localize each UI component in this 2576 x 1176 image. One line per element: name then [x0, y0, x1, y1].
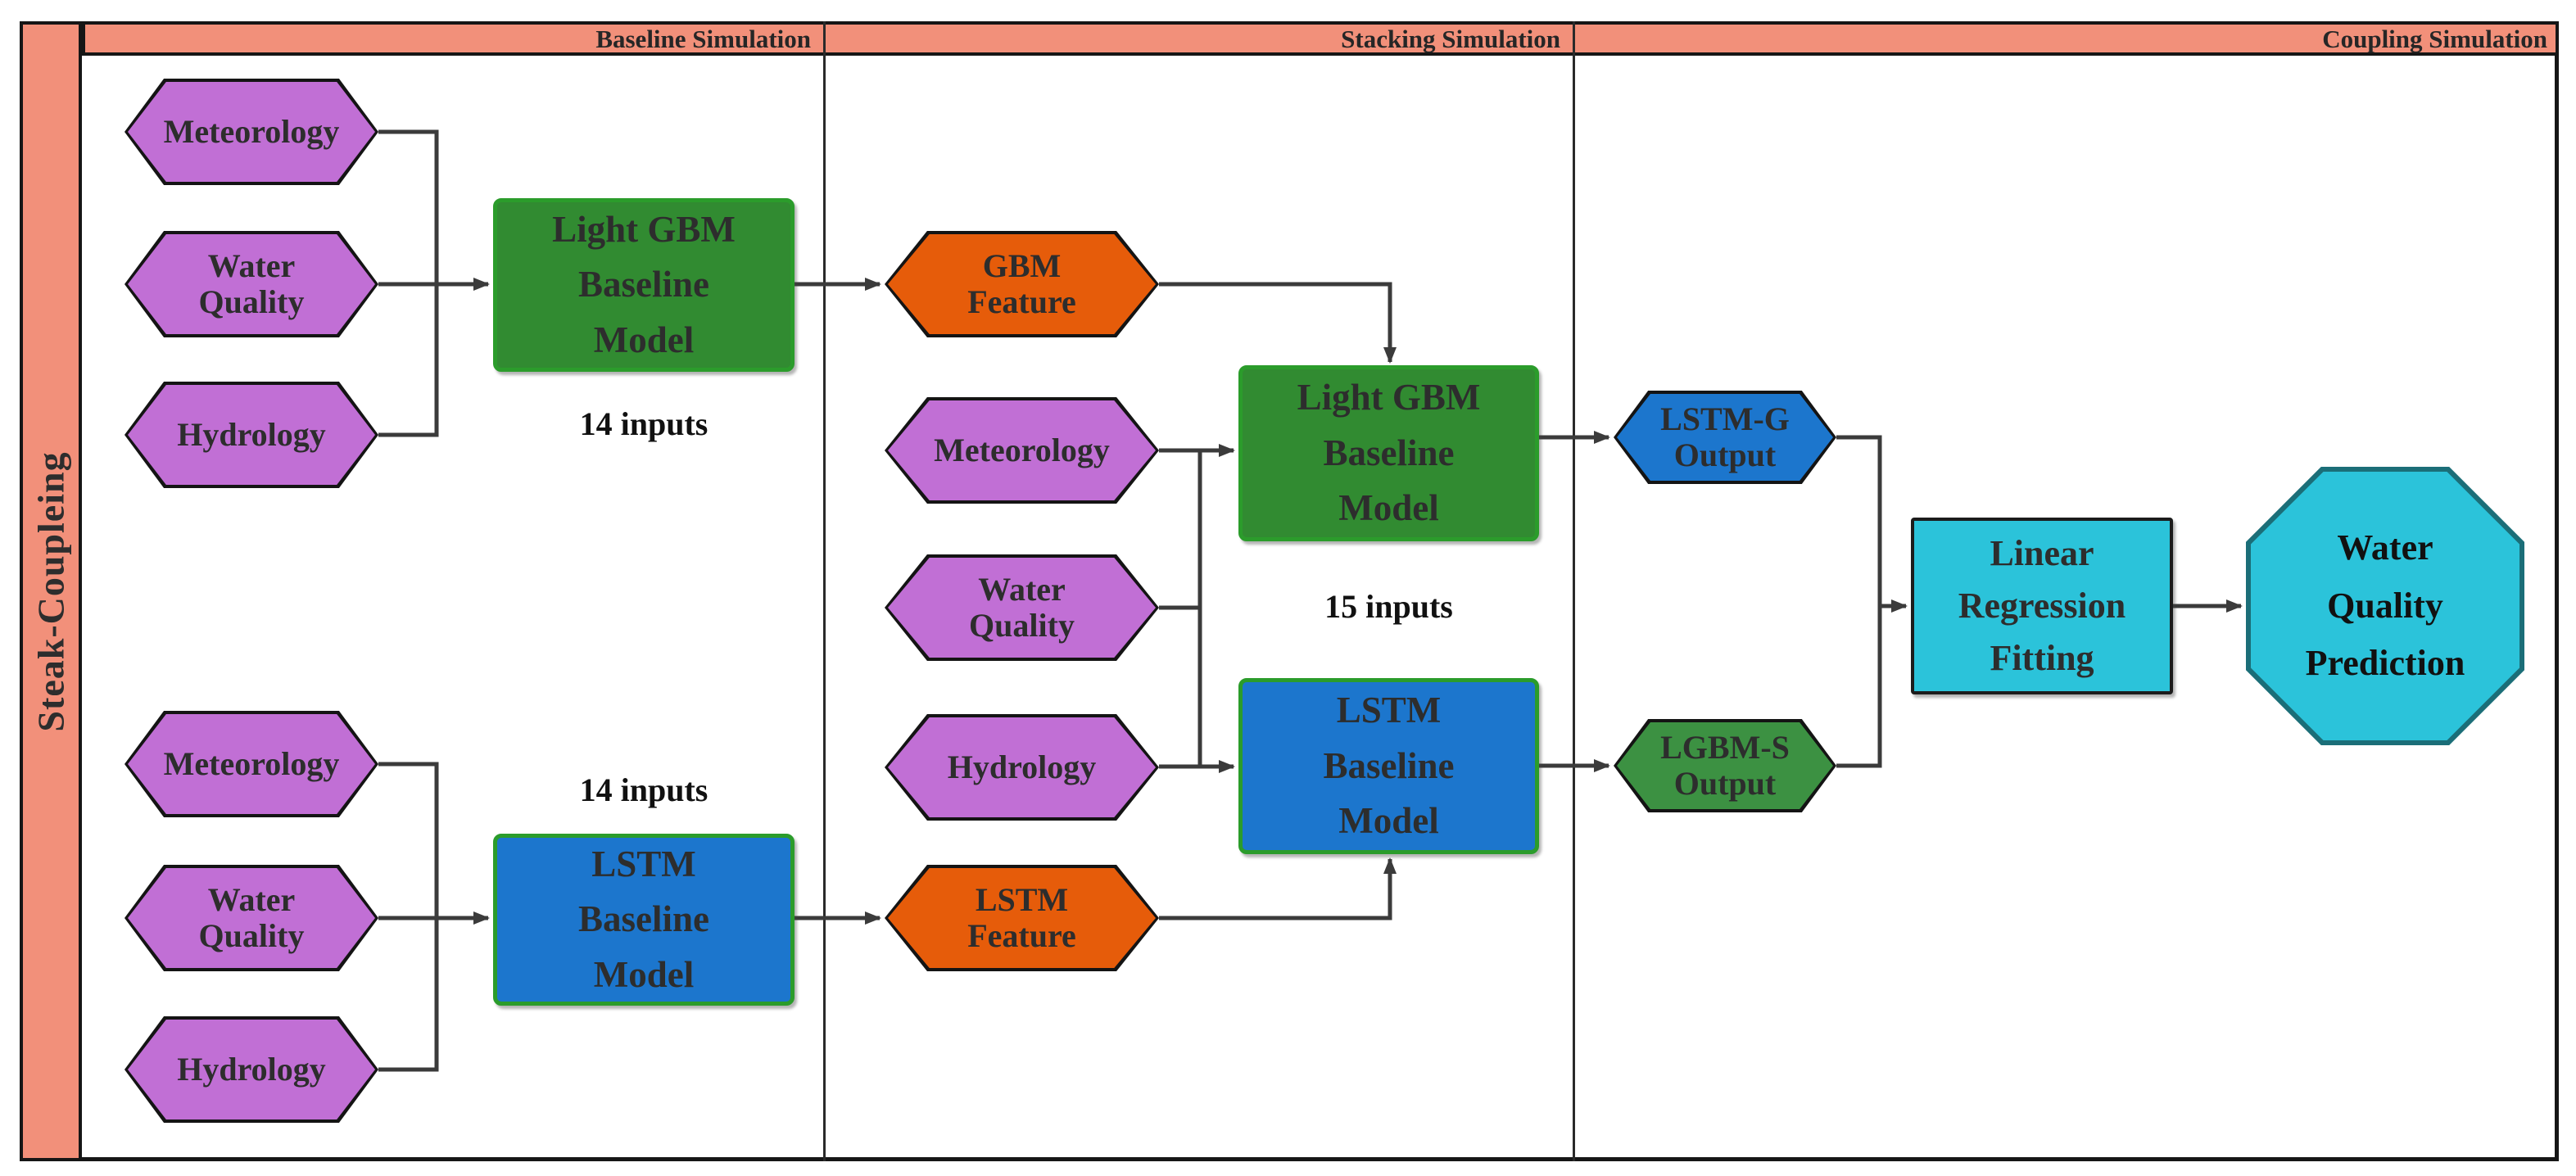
hex-fill — [128, 385, 375, 485]
hex-water-quality-baseline-top-label: Water Quality — [198, 247, 305, 320]
hex-lstm-feature: LSTM Feature — [885, 865, 1159, 971]
box-light-gbm-baseline-model-stacking: Light GBM Baseline Model — [1238, 365, 1539, 541]
hex-fill — [128, 82, 375, 182]
box-linear-regression-fitting-label: Linear Regression Fitting — [1958, 533, 2126, 678]
box-lstm-baseline-model-baseline-label: LSTM Baseline Model — [577, 843, 709, 995]
hex-meteorology-stacking: Meteorology — [885, 397, 1159, 504]
hex-fill — [128, 1020, 375, 1119]
hex-hydrology-baseline-top-label: Hydrology — [177, 416, 326, 453]
hex-water-quality-baseline-bottom-label: Water Quality — [198, 881, 305, 954]
hex-gbm-feature: GBM Feature — [885, 231, 1159, 337]
hex-meteorology-baseline-top: Meteorology — [124, 79, 378, 185]
box-lstm-baseline-model-baseline: LSTM Baseline Model — [493, 834, 795, 1006]
hex-gbm-feature-label: GBM Feature — [967, 247, 1076, 320]
hex-lgbm-s-output-label: LGBM-S Output — [1660, 729, 1790, 802]
octagon-fill — [2251, 472, 2519, 740]
hex-water-quality-stacking: Water Quality — [885, 554, 1159, 661]
hex-fill — [888, 234, 1156, 334]
box-light-gbm-baseline-model-stacking-label: Light GBM Baseline Model — [1297, 377, 1481, 529]
hex-fill — [1617, 394, 1833, 481]
hex-fill — [128, 868, 375, 968]
hex-fill — [888, 717, 1156, 817]
hex-hydrology-baseline-bottom: Hydrology — [124, 1016, 378, 1123]
hex-water-quality-baseline-top: Water Quality — [124, 231, 378, 337]
hex-lstm-feature-label: LSTM Feature — [967, 881, 1076, 954]
header-title-baseline: Baseline Simulation — [595, 25, 811, 53]
hex-meteorology-baseline-top-label: Meteorology — [163, 113, 340, 150]
box-linear-regression-fitting: Linear Regression Fitting — [1911, 518, 2173, 694]
hex-meteorology-baseline-bottom-label: Meteorology — [163, 745, 340, 782]
label-14-inputs-gbm: 14 inputs — [579, 405, 709, 442]
hex-meteorology-baseline-bottom: Meteorology — [124, 711, 378, 817]
hex-water-quality-stacking-label: Water Quality — [969, 571, 1075, 644]
hex-hydrology-stacking: Hydrology — [885, 714, 1159, 821]
header-title-stacking: Stacking Simulation — [1341, 25, 1560, 53]
hex-hydrology-stacking-label: Hydrology — [947, 749, 1097, 785]
hex-lgbm-s-output: LGBM-S Output — [1614, 719, 1836, 812]
hex-fill — [888, 558, 1156, 658]
section-divider-baseline-stacking — [823, 21, 826, 1161]
octagon-water-quality-prediction: Water Quality Prediction — [2246, 467, 2524, 745]
hex-fill — [888, 868, 1156, 968]
edge-gbm-feature-to-stacking-gbm-model — [1159, 282, 1397, 364]
octagon-water-quality-prediction-label: Water Quality Prediction — [2305, 527, 2465, 684]
hex-fill — [888, 400, 1156, 500]
edge-lstm-feature-to-stacking-lstm-model — [1159, 857, 1397, 920]
header-title-coupling: Coupling Simulation — [2322, 25, 2547, 53]
box-lstm-baseline-model-stacking-label: LSTM Baseline Model — [1323, 690, 1455, 842]
hex-fill — [128, 714, 375, 814]
hex-fill — [1617, 722, 1833, 809]
label-15-inputs: 15 inputs — [1324, 588, 1453, 625]
section-divider-stacking-coupling — [1573, 21, 1575, 1161]
hex-fill — [128, 234, 375, 334]
box-lstm-baseline-model-stacking: LSTM Baseline Model — [1238, 678, 1539, 854]
hex-lstm-g-output-label: LSTM-G Output — [1660, 400, 1790, 473]
hex-meteorology-stacking-label: Meteorology — [934, 432, 1110, 468]
hex-lstm-g-output: LSTM-G Output — [1614, 391, 1836, 484]
header-bar — [82, 21, 2559, 56]
hex-water-quality-baseline-bottom: Water Quality — [124, 865, 378, 971]
hex-hydrology-baseline-top: Hydrology — [124, 382, 378, 488]
hex-hydrology-baseline-bottom-label: Hydrology — [177, 1051, 326, 1088]
sidebar: Steak-Coupleing — [20, 21, 82, 1161]
label-14-inputs-lstm: 14 inputs — [579, 771, 709, 808]
edge-outputs-merge — [1836, 435, 1882, 768]
box-light-gbm-baseline-model-baseline-label: Light GBM Baseline Model — [552, 208, 736, 360]
box-light-gbm-baseline-model-baseline: Light GBM Baseline Model — [493, 198, 795, 372]
